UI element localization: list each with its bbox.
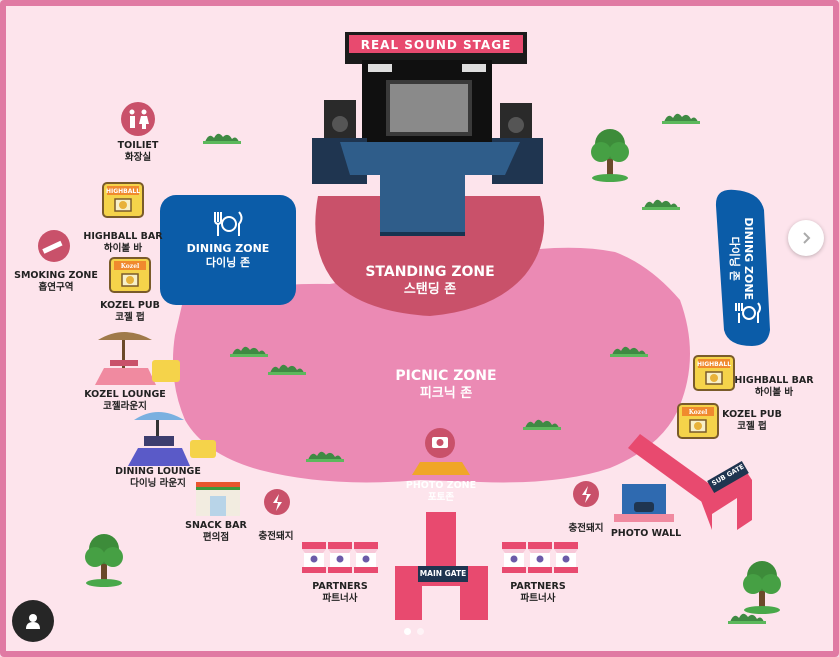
dining-zone-left-label: DINING ZONE 다이닝 존	[170, 242, 286, 270]
standing-zone-area[interactable]	[315, 196, 545, 316]
partners-right-label: PARTNERS 파트너사	[496, 581, 580, 605]
highball-sign-text: HIGHBALL	[697, 361, 731, 368]
kozel-pub-left-en: KOZEL PUB	[100, 300, 160, 311]
main-gate[interactable]	[395, 512, 488, 620]
kozel-sign-text: Kozel	[689, 409, 708, 416]
highball-bar-left-sign[interactable]: HIGHBALL	[102, 182, 144, 218]
kozel-pub-right-sign[interactable]: Kozel	[677, 403, 719, 439]
partners-right-tents[interactable]	[502, 542, 578, 573]
utensils-icon	[214, 211, 243, 236]
chevron-right-icon	[803, 232, 811, 244]
photo-zone-area[interactable]	[412, 428, 470, 475]
dining-zone-right-en: DINING ZONE	[741, 217, 755, 301]
smoking-icon	[38, 230, 70, 262]
partners-left-tents[interactable]	[302, 542, 378, 573]
stage-title: REAL SOUND STAGE	[360, 38, 512, 52]
picnic-zone-en: PICNIC ZONE	[395, 368, 497, 384]
snack-bar-ko: 편의점	[202, 531, 230, 543]
highball-right-en: HIGHBALL BAR	[734, 375, 814, 386]
kozel-pub-right-ko: 코젤 펍	[737, 420, 767, 432]
dining-lounge-ko: 다이닝 라운지	[130, 477, 186, 489]
highball-left-en: HIGHBALL BAR	[83, 231, 163, 242]
dining-zone-left-area[interactable]	[160, 195, 296, 305]
toilet-ko: 화장실	[124, 151, 152, 163]
photo-wall-label: PHOTO WALL	[610, 528, 682, 539]
user-icon	[26, 614, 40, 629]
smoking-label: SMOKING ZONE 흡연구역	[10, 270, 102, 294]
dining-zone-left-en: DINING ZONE	[186, 242, 270, 255]
highball-right-ko: 하이볼 바	[754, 386, 794, 398]
kozel-lounge-en: KOZEL LOUNGE	[84, 389, 166, 400]
standing-zone-label: STANDING ZONE 스탠딩 존	[358, 264, 502, 298]
main-gate-label: MAIN GATE	[419, 569, 467, 578]
charging-icon	[264, 489, 290, 515]
photo-wall[interactable]	[614, 484, 674, 522]
dining-lounge-en: DINING LOUNGE	[115, 466, 201, 477]
highball-sign-text: HIGHBALL	[106, 188, 140, 195]
toilet-label: TOILIET 화장실	[100, 140, 176, 164]
snack-bar-label: SNACK BAR 편의점	[178, 520, 254, 544]
dining-lounge-area[interactable]	[128, 412, 216, 466]
highball-left-ko: 하이볼 바	[103, 242, 143, 254]
standing-zone-en: STANDING ZONE	[365, 264, 495, 280]
profile-avatar-button[interactable]	[12, 600, 54, 642]
smoking-ko: 흡연구역	[38, 281, 74, 293]
partners-left-ko: 파트너사	[322, 592, 358, 604]
photo-zone-en: PHOTO ZONE	[405, 480, 477, 491]
charge-right-ko: 충전돼지	[568, 523, 604, 534]
sub-gate[interactable]	[628, 434, 752, 530]
highball-bar-right-sign[interactable]: HIGHBALL	[693, 355, 735, 391]
kozel-pub-right-en: KOZEL PUB	[722, 409, 782, 420]
kozel-pub-left-ko: 코젤 펍	[115, 311, 145, 323]
charging-icon	[573, 481, 599, 507]
dining-zone-right-ko: 다이닝 존	[728, 236, 741, 281]
snack-bar-building[interactable]	[196, 482, 240, 516]
charge-left-ko: 충전돼지	[258, 531, 294, 542]
kozel-lounge-label: KOZEL LOUNGE 코젤라운지	[80, 389, 170, 413]
partners-right-ko: 파트너사	[520, 592, 556, 604]
utensils-icon	[735, 302, 761, 323]
charge-right-label: 충전돼지	[556, 523, 616, 535]
kozel-lounge-area[interactable]	[95, 332, 180, 385]
stage	[312, 32, 543, 236]
dining-lounge-label: DINING LOUNGE 다이닝 라운지	[112, 466, 204, 490]
picnic-zone-area[interactable]	[172, 247, 691, 483]
highball-right-label: HIGHBALL BAR 하이볼 바	[734, 375, 814, 399]
dining-zone-right-area[interactable]	[715, 189, 770, 346]
snack-bar-en: SNACK BAR	[185, 520, 247, 531]
carousel-dot-1[interactable]	[404, 628, 411, 635]
kozel-pub-left-sign[interactable]: Kozel	[109, 257, 151, 293]
partners-right-en: PARTNERS	[510, 581, 566, 592]
kozel-pub-right-label: KOZEL PUB 코젤 펍	[720, 409, 784, 433]
kozel-lounge-ko: 코젤라운지	[103, 400, 147, 412]
photo-zone-label: PHOTO ZONE 포토존	[402, 480, 480, 504]
toilet-en: TOILIET	[117, 140, 159, 151]
restroom-icon	[121, 102, 155, 136]
highball-left-label: HIGHBALL BAR 하이볼 바	[78, 231, 168, 255]
smoking-en: SMOKING ZONE	[14, 270, 98, 281]
partners-left-label: PARTNERS 파트너사	[298, 581, 382, 605]
kozel-sign-text: Kozel	[121, 263, 140, 270]
carousel-dots	[404, 628, 424, 635]
next-slide-button[interactable]	[788, 220, 824, 256]
picnic-zone-ko: 피크닉 존	[419, 385, 473, 401]
kozel-pub-left-label: KOZEL PUB 코젤 펍	[90, 300, 170, 324]
partners-left-en: PARTNERS	[312, 581, 368, 592]
dining-zone-right-label: DINING ZONE 다이닝 존	[727, 204, 755, 314]
carousel-dot-2[interactable]	[417, 628, 424, 635]
dining-zone-left-ko: 다이닝 존	[205, 255, 251, 269]
standing-zone-ko: 스탠딩 존	[403, 281, 457, 297]
charge-left-label: 충전돼지	[246, 531, 306, 543]
photo-zone-ko: 포토존	[427, 491, 455, 503]
picnic-zone-label: PICNIC ZONE 피크닉 존	[378, 368, 514, 402]
